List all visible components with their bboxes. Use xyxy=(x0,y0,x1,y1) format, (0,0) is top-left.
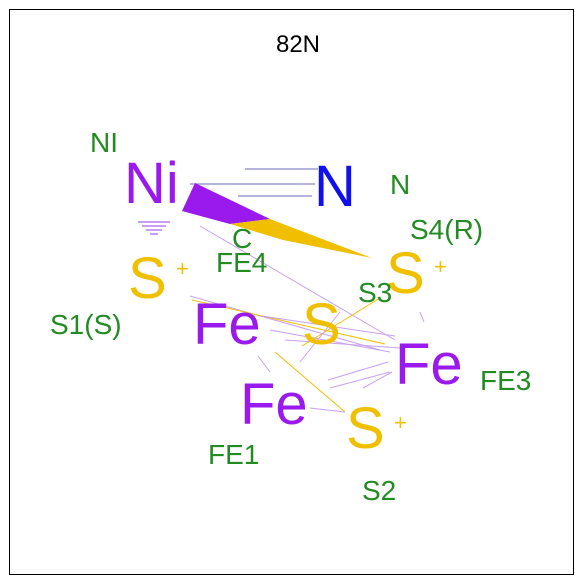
bond-line xyxy=(257,355,271,373)
atom-n: N xyxy=(314,154,356,219)
atom-fe4: Fe xyxy=(193,292,261,357)
bond-line xyxy=(419,311,425,323)
bond-line xyxy=(301,297,381,347)
label-fe1: FE1 xyxy=(208,439,259,470)
bond-line xyxy=(269,329,391,353)
bond-line xyxy=(329,371,391,389)
cluster-bonds xyxy=(189,225,425,413)
label-s3: S3 xyxy=(358,277,392,308)
atom-fe3: Fe xyxy=(395,332,463,397)
label-s4: S4(R) xyxy=(410,214,483,245)
atom-s3: S xyxy=(302,292,341,357)
diagram-title: 82N xyxy=(276,31,320,58)
bond-line xyxy=(299,311,341,363)
bond-line xyxy=(362,371,393,389)
label-s1: S1(S) xyxy=(50,309,122,340)
atom-s2: S xyxy=(346,396,385,461)
wedge-bond-c-s4 xyxy=(230,219,372,258)
bond-line xyxy=(284,339,401,349)
wedge-bond-ni-c xyxy=(182,183,270,224)
bond-line xyxy=(189,295,381,351)
hashed-wedge-bond xyxy=(138,221,170,235)
atom-ni: Ni xyxy=(124,151,179,216)
diagram-frame xyxy=(9,9,574,575)
label-fe3: FE3 xyxy=(480,365,531,396)
atom-s2-charge: + xyxy=(394,410,407,435)
label-ni: NI xyxy=(90,127,118,158)
atoms: Ni N S + S + S Fe Fe Fe S + xyxy=(124,151,463,461)
bond-line xyxy=(309,407,346,413)
atom-s1-charge: + xyxy=(176,256,189,281)
ni-n-triple-bond xyxy=(190,168,318,197)
bond-line xyxy=(191,299,386,345)
label-n: N xyxy=(390,169,410,200)
label-fe4: FE4 xyxy=(216,247,267,278)
atom-s4-charge: + xyxy=(434,254,447,279)
bond-line xyxy=(199,225,396,341)
atom-fe1: Fe xyxy=(240,372,308,437)
bond-line xyxy=(327,361,389,381)
bond-line xyxy=(274,351,346,413)
label-c: C xyxy=(232,223,252,254)
atom-labels: NI N C FE4 S4(R) S3 S1(S) FE3 FE1 S2 xyxy=(50,127,531,506)
label-s2: S2 xyxy=(362,475,396,506)
atom-s4: S xyxy=(386,241,425,306)
atom-s1: S xyxy=(128,246,167,311)
